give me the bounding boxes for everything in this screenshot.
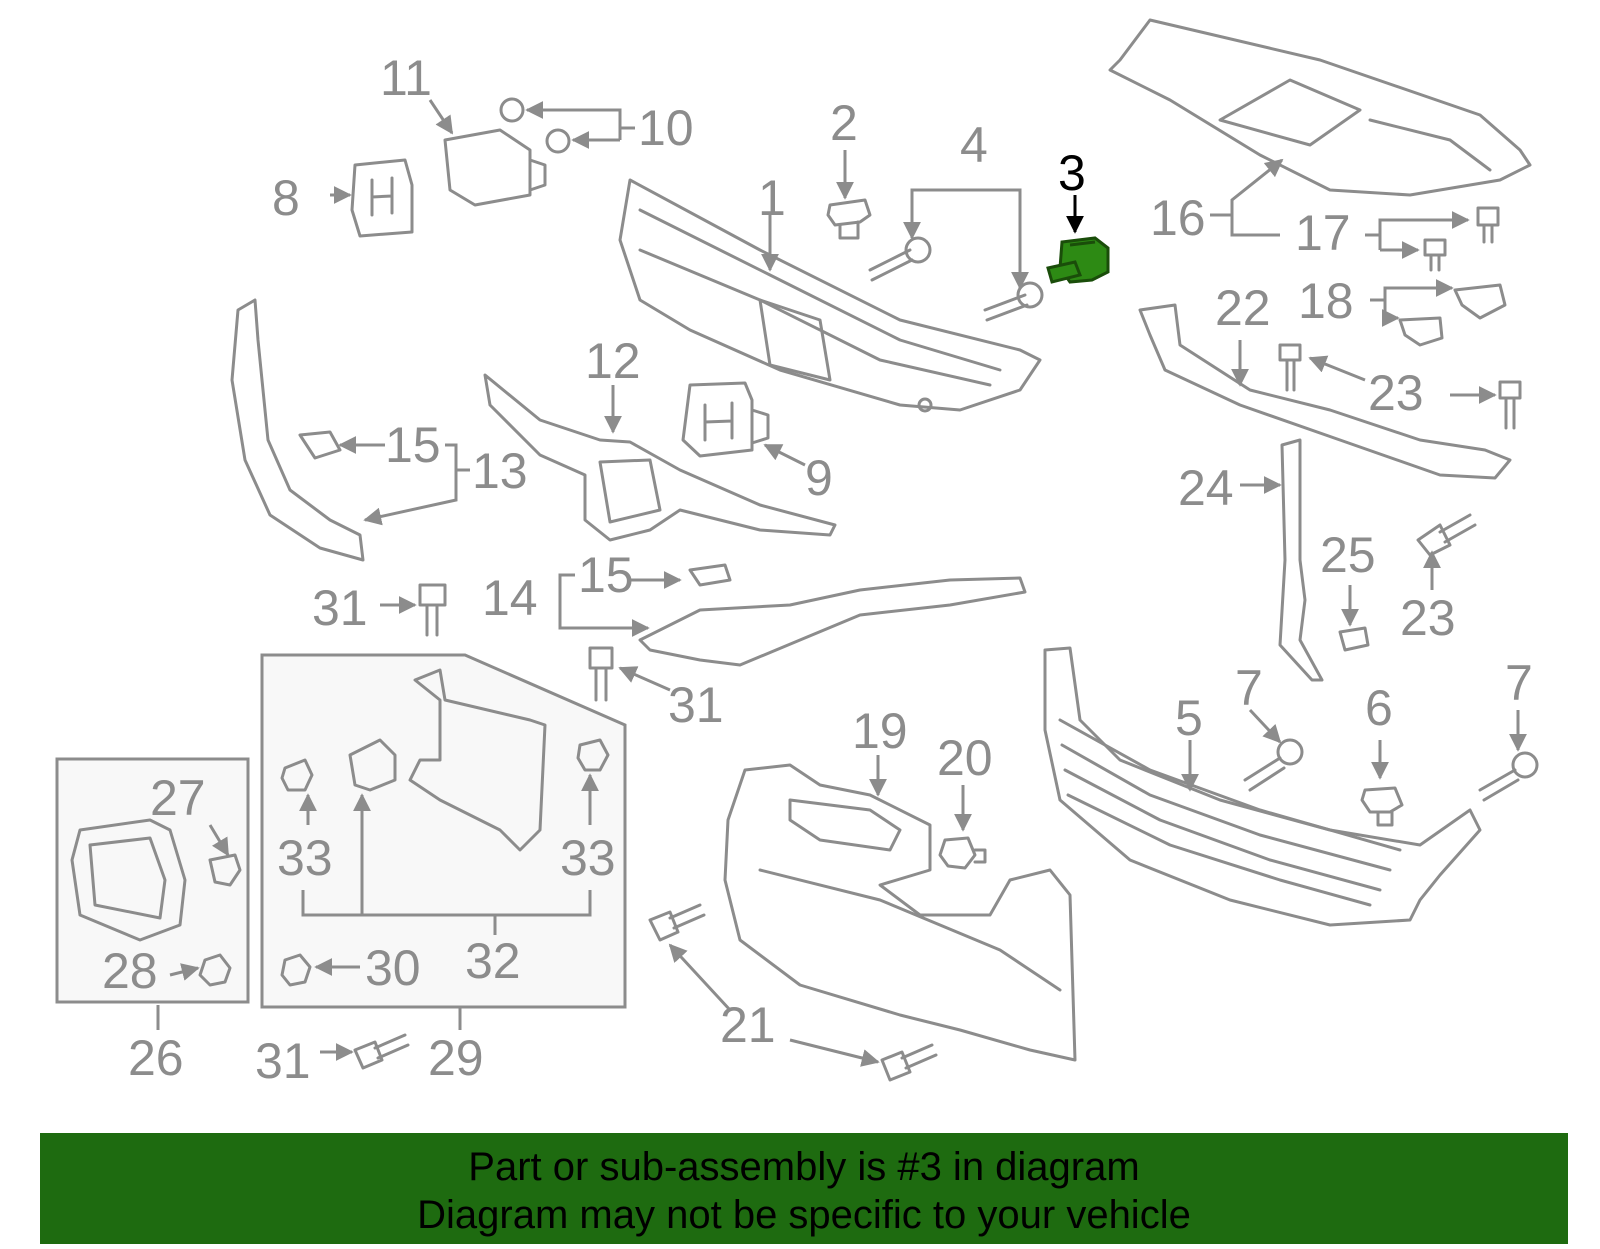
lower-molding-part-14[interactable] [638, 563, 1027, 667]
callout-7b: 7 [1505, 655, 1533, 711]
clip-part-2[interactable] [826, 198, 872, 240]
callout-12: 12 [585, 333, 641, 389]
banner-line-2: Diagram may not be specific to your vehi… [417, 1193, 1191, 1237]
emblem-part-8[interactable] [350, 158, 414, 238]
absorber-part-19[interactable] [723, 763, 1077, 1062]
upper-grille-part[interactable] [618, 178, 1042, 413]
callout-31c: 31 [255, 1033, 311, 1089]
callout-16: 16 [1150, 190, 1206, 246]
callout-26: 26 [128, 1030, 184, 1086]
info-banner: Part or sub-assembly is #3 in diagram Di… [40, 1133, 1568, 1244]
box-part-26 [55, 757, 250, 1004]
callout-23a: 23 [1368, 365, 1424, 421]
callout-13: 13 [472, 443, 528, 499]
bolts-part-21[interactable] [648, 903, 938, 1082]
callout-32: 32 [465, 933, 521, 989]
callout-21: 21 [720, 997, 776, 1053]
bolts-part-23-17[interactable] [1278, 206, 1522, 557]
callout-17: 17 [1295, 205, 1351, 261]
callout-20: 20 [937, 730, 993, 786]
emblem-base-part-11[interactable] [443, 128, 547, 207]
callout-2: 2 [830, 95, 858, 151]
callout-33b: 33 [560, 830, 616, 886]
banner-line-1: Part or sub-assembly is #3 in diagram [468, 1145, 1140, 1189]
callout-8: 8 [272, 170, 300, 226]
callout-25: 25 [1320, 527, 1376, 583]
emblem-part-9[interactable] [681, 381, 770, 458]
clip-part-20[interactable] [938, 836, 987, 870]
callout-19: 19 [852, 703, 908, 759]
callout-33a: 33 [277, 830, 333, 886]
callout-24: 24 [1178, 460, 1234, 516]
callout-11: 11 [380, 50, 432, 106]
callout-5: 5 [1175, 690, 1203, 746]
part-3-highlighted[interactable] [1046, 236, 1110, 284]
callout-4: 4 [960, 117, 988, 173]
callout-10: 10 [638, 100, 694, 156]
callout-30: 30 [365, 940, 421, 996]
callout-9: 9 [805, 450, 833, 506]
side-molding-part-13[interactable] [230, 298, 365, 562]
callout-3-highlighted[interactable]: 3 [1058, 145, 1086, 201]
bolts-part-31[interactable] [353, 583, 614, 1070]
callout-22: 22 [1215, 280, 1271, 336]
callout-15a: 15 [385, 417, 441, 473]
callout-29: 29 [428, 1030, 484, 1086]
box-part-29 [260, 653, 627, 1009]
clip-part-25[interactable] [1338, 626, 1370, 652]
leader-lines [156, 99, 1527, 1067]
screws-part-4[interactable] [868, 236, 1044, 322]
callout-23b: 23 [1400, 590, 1456, 646]
callout-27: 27 [150, 770, 206, 826]
lower-grille-part-5[interactable] [1043, 646, 1482, 927]
callout-28: 28 [102, 943, 158, 999]
callout-18: 18 [1298, 273, 1354, 329]
callout-6: 6 [1365, 680, 1393, 736]
callout-labels: 1 2 3 4 5 6 7 7 8 9 10 11 12 13 14 15 15… [102, 50, 1533, 1089]
callout-31a: 31 [312, 580, 368, 636]
nuts-part-10[interactable] [499, 97, 571, 154]
upper-beam-part-22[interactable] [1138, 283, 1512, 480]
callout-15b: 15 [578, 547, 634, 603]
callout-14: 14 [482, 570, 538, 626]
radiator-top-cover-part[interactable] [1108, 18, 1532, 197]
grille-frame-part-12[interactable] [483, 373, 837, 542]
screws-part-7-clip-6[interactable] [1243, 738, 1539, 827]
bracket-part-24[interactable] [1278, 438, 1324, 682]
callout-31b: 31 [668, 677, 724, 733]
callout-1: 1 [758, 170, 786, 226]
callout-7a: 7 [1235, 660, 1263, 716]
